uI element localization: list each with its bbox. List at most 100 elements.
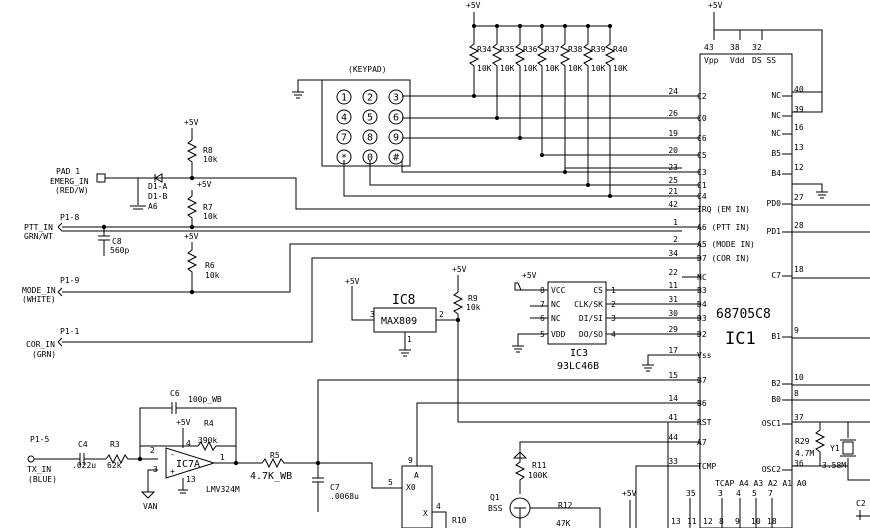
ic1-left-pin-name: B6	[697, 399, 707, 408]
keypad-key-label: 1	[341, 93, 347, 104]
ic7-vcc: +5V	[176, 418, 191, 427]
c2-label: C2	[856, 499, 866, 508]
ic1-right-pin-num: 27	[794, 193, 804, 202]
tx-audio-section: P1-5 TX_IN (BLUE) C4 .022u R3 62k C6 100…	[27, 379, 682, 512]
ic1-bottom-pin-num: 5	[752, 489, 757, 498]
ic3-left-pin-name: VDD	[551, 330, 566, 339]
ic1-bottom-pin-num: 9	[735, 517, 740, 526]
ic7-part: LMV324M	[206, 485, 240, 494]
keypad-key	[336, 89, 352, 105]
analog-switch: 9 A 5 X0 4 X R10	[388, 402, 682, 528]
ic1-left-pin-name: Vss	[697, 351, 712, 360]
ic1-right-pin-num: 12	[794, 163, 804, 172]
keypad-key	[388, 149, 404, 165]
ic1-right-pin-name: NC	[771, 129, 781, 138]
ic1-left-pin-num: 25	[668, 176, 678, 185]
ic8-ref: IC8	[392, 293, 415, 308]
tx-conn: P1-5	[30, 435, 49, 444]
ic8-pin3: 3	[370, 310, 375, 319]
pad1-signal: EMERG_IN	[50, 177, 89, 186]
ic1-left-pin-num: 29	[668, 325, 678, 334]
ptt-conn: P1-8	[60, 213, 79, 222]
ic1-left-pin-name: D4	[697, 300, 707, 309]
ic1-left-pin-num: 34	[668, 249, 678, 258]
c8-ref: C8	[112, 237, 122, 246]
ic1-ref: IC1	[725, 329, 756, 349]
keypad-key	[362, 89, 378, 105]
keypad-key-label: #	[393, 153, 399, 164]
ic7-pin13: 13	[186, 475, 196, 484]
tx-signal: TX_IN	[27, 465, 51, 474]
keypad-key	[388, 109, 404, 125]
ic1-top-pin-num: 38	[730, 43, 740, 52]
oscillator-section: R29 4.7M Y1 3.58M C2	[792, 421, 870, 520]
ic1-bottom-pin-num: 3	[718, 489, 723, 498]
ic1-left-pin-num: 26	[668, 109, 678, 118]
pullup-value: 10K	[545, 64, 560, 73]
pad1-color: (RED/W)	[55, 186, 89, 195]
mux-pin9: 9	[408, 456, 413, 465]
ic1-bottom-names: TCAP A4 A3 A2 A1 A0	[715, 479, 807, 488]
ic1-left-pin-num: 22	[668, 268, 678, 277]
q1-ref: Q1	[490, 493, 500, 502]
ic1-right-pin-name: B4	[771, 169, 781, 178]
r6-vcc: +5V	[184, 232, 199, 241]
ic8-reset-supervisor: +5V IC8 MAX809 3 2 1 +5V R9 10k	[345, 265, 682, 528]
ic1-top-pin-name: DS SS	[752, 56, 776, 65]
keypad-label: (KEYPAD)	[348, 65, 387, 74]
ic3-ref: IC3	[570, 348, 588, 359]
r8-ref: R8	[203, 146, 213, 155]
pullup-value: 10K	[591, 64, 606, 73]
ic1-right-pin-num: 9	[794, 326, 799, 335]
ic1-bottom-pin-num: 4	[736, 489, 741, 498]
ic3-left-pin-name: NC	[551, 300, 561, 309]
mux-pin4: 4	[436, 502, 441, 511]
mux-x: X	[423, 509, 428, 518]
cor-conn: P1-1	[60, 327, 79, 336]
c7-ref: C7	[330, 483, 340, 492]
ic1-left-pin-num: 2	[673, 235, 678, 244]
ic1-right-pin-num: 18	[794, 265, 804, 274]
ic1-left-pin-num: 31	[668, 295, 678, 304]
ic7-pin2: 2	[150, 446, 155, 455]
mode-conn: P1-9	[60, 276, 79, 285]
ic7-pin4: 4	[186, 439, 191, 448]
ic1-right-pin-num: 40	[794, 85, 804, 94]
ic1-left-pin-num: 11	[668, 281, 678, 290]
mode-signal: MODE_IN	[22, 286, 56, 295]
mux-body	[401, 465, 433, 528]
ic1-left-pin-num: 33	[668, 457, 678, 466]
ic1-left-pin-name: A7	[697, 438, 707, 447]
ptt-color: GRN/WT	[24, 232, 53, 241]
r29-value: 4.7M	[795, 449, 814, 458]
r5-value: 4.7K_WB	[250, 471, 292, 482]
ic1-left-pin-name: C0	[697, 114, 707, 123]
ic8-part: MAX809	[381, 316, 417, 327]
ic1-right-pin-num: 28	[794, 221, 804, 230]
ic1-left-pin-name: B3	[697, 286, 707, 295]
ic1-left-pin-num: 19	[668, 129, 678, 138]
keypad-key	[336, 129, 352, 145]
mux-pin5: 5	[388, 478, 393, 487]
ic1-left-pin-num: 30	[668, 309, 678, 318]
keypad-key	[336, 109, 352, 125]
pullup-ref: R36	[523, 45, 538, 54]
r7-value: 10k	[203, 212, 218, 221]
keypad-key	[362, 129, 378, 145]
ic1-right-pin-name: B2	[771, 379, 781, 388]
ic3-vcc: +5V	[522, 271, 537, 280]
ic1-top-pin-num: 43	[704, 43, 714, 52]
ic1-left-pin-name: C6	[697, 134, 707, 143]
keypad-key-label: 7	[341, 133, 347, 144]
ic1-left-pin-name: RST	[697, 418, 712, 427]
ic1-bottom-pin-num: 10	[751, 517, 761, 526]
ic1-microcontroller: 68705C8 IC1 TCAP A4 A3 A2 A1 A0 43Vpp38V…	[668, 1, 870, 528]
ic1-right-pin-name: PD1	[767, 227, 782, 236]
ic1-bottom-pin-num: 12	[703, 517, 713, 526]
ic1-left-pin-num: 44	[668, 433, 678, 442]
ic7-pin1: 1	[220, 453, 225, 462]
ic1-left-pin-num: 21	[668, 187, 678, 196]
ic1-right-pin-name: PD0	[767, 199, 782, 208]
